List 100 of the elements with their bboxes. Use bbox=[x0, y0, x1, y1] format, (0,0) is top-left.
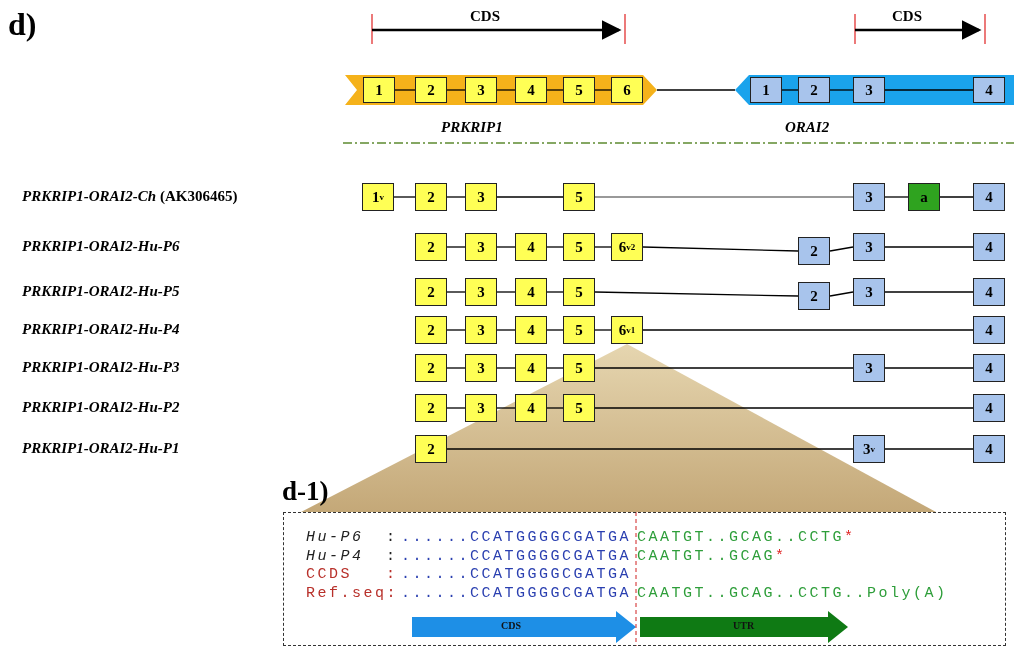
range-label: CDS bbox=[892, 8, 922, 25]
exon-box: 2 bbox=[798, 237, 830, 265]
arrow-label: UTR bbox=[733, 620, 755, 631]
connector-line bbox=[446, 246, 466, 248]
colon: : bbox=[386, 548, 398, 566]
connector-line bbox=[496, 196, 564, 198]
connector-line bbox=[642, 329, 974, 331]
exon-box: a bbox=[908, 183, 940, 211]
exon-box: 4 bbox=[973, 183, 1005, 211]
connector-line bbox=[496, 246, 516, 248]
connector-line bbox=[496, 367, 516, 369]
exon-box: 1 bbox=[750, 77, 782, 103]
colon: : bbox=[386, 566, 398, 584]
exon-box: 4 bbox=[515, 77, 547, 103]
connector-line bbox=[594, 246, 612, 248]
sequence-name: Ref.seq: bbox=[306, 585, 398, 603]
connector-line bbox=[446, 291, 466, 293]
connector-line bbox=[546, 407, 564, 409]
gene-name: ORAI2 bbox=[785, 119, 830, 136]
exon-box: 3 bbox=[465, 278, 497, 306]
exon-box: 1 bbox=[363, 77, 395, 103]
connector-line bbox=[446, 367, 466, 369]
connector-line bbox=[594, 89, 612, 91]
sequence-text: CAATGT..GCAG..CCTG..Poly(A) bbox=[637, 585, 948, 603]
exon-box: 3 bbox=[465, 77, 497, 103]
connector-line bbox=[446, 329, 466, 331]
connector-line bbox=[446, 448, 854, 450]
sequence-text: CAATGT..GCAG..CCTG bbox=[637, 529, 845, 547]
exon-box: 5 bbox=[563, 278, 595, 306]
exon-box: 2 bbox=[415, 394, 447, 422]
connector-line bbox=[446, 89, 466, 91]
exon-box: 2 bbox=[415, 435, 447, 463]
exon-box: 3 bbox=[853, 183, 885, 211]
connector-line bbox=[884, 448, 974, 450]
connector-line bbox=[496, 89, 516, 91]
gene-name: PRKRIP1 bbox=[441, 119, 503, 136]
exon-box: 4 bbox=[515, 394, 547, 422]
connector-line bbox=[394, 89, 416, 91]
exon-box: 2 bbox=[415, 77, 447, 103]
exon-box: 2 bbox=[415, 354, 447, 382]
connector-line bbox=[829, 89, 854, 91]
range-label: CDS bbox=[470, 8, 500, 25]
exon-box: 2 bbox=[415, 233, 447, 261]
exon-box: 5 bbox=[563, 183, 595, 211]
exon-box: 3 bbox=[465, 233, 497, 261]
sequence-name: Hu-P4 bbox=[306, 548, 364, 566]
exon-box: 3 bbox=[465, 316, 497, 344]
exon-box: 3 bbox=[853, 278, 885, 306]
connector-line bbox=[939, 196, 974, 198]
connector-line bbox=[884, 89, 974, 91]
connector-line bbox=[546, 246, 564, 248]
colon: : bbox=[386, 529, 398, 547]
transcript-label: PRKRIP1-ORAI2-Hu-P3 bbox=[22, 359, 180, 376]
exon-box: 2 bbox=[415, 278, 447, 306]
connector-line bbox=[446, 196, 466, 198]
exon-box: 4 bbox=[515, 316, 547, 344]
exon-box: 4 bbox=[515, 354, 547, 382]
exon-box: 3 bbox=[465, 394, 497, 422]
zoom-wedge bbox=[301, 344, 936, 512]
panel-label: d-1) bbox=[282, 476, 329, 507]
connector-line bbox=[594, 329, 612, 331]
arrow-label: CDS bbox=[501, 620, 521, 631]
connector-line bbox=[884, 246, 974, 248]
transcript-label: PRKRIP1-ORAI2-Hu-P1 bbox=[22, 440, 180, 457]
exon-box: 4 bbox=[515, 233, 547, 261]
exon-box: 4 bbox=[973, 77, 1005, 103]
connector-line bbox=[546, 89, 564, 91]
connector-line bbox=[546, 367, 564, 369]
exon-box: 3 bbox=[465, 183, 497, 211]
exon-box: 2 bbox=[415, 183, 447, 211]
connector-line bbox=[393, 196, 416, 198]
exon-box: 4 bbox=[973, 394, 1005, 422]
exon-box: 3 bbox=[465, 354, 497, 382]
connector-line bbox=[446, 407, 466, 409]
connector-line bbox=[884, 367, 974, 369]
connector-line bbox=[496, 291, 516, 293]
exon-box: 3 bbox=[853, 77, 885, 103]
sequence-name: Hu-P6 bbox=[306, 529, 364, 547]
sequence-text: ......CCATGGGGCGATGA bbox=[401, 566, 632, 584]
sequence-panel bbox=[283, 512, 1006, 646]
connector-line bbox=[496, 407, 516, 409]
asterisk: * bbox=[844, 529, 856, 547]
exon-box: 4 bbox=[973, 435, 1005, 463]
connector-line bbox=[829, 246, 854, 252]
exon-box: 4 bbox=[515, 278, 547, 306]
exon-box: 2 bbox=[415, 316, 447, 344]
transcript-label: PRKRIP1-ORAI2-Hu-P2 bbox=[22, 399, 180, 416]
exon-box: 5 bbox=[563, 354, 595, 382]
sequence-text: ......CCATGGGGCGATGA bbox=[401, 585, 632, 603]
connector-line bbox=[594, 291, 799, 297]
connector-line bbox=[594, 367, 854, 369]
connector-line bbox=[546, 329, 564, 331]
sequence-text: CAATGT..GCAG bbox=[637, 548, 776, 566]
exon-box: 4 bbox=[973, 354, 1005, 382]
exon-box: 4 bbox=[973, 316, 1005, 344]
sequence-text: ......CCATGGGGCGATGA bbox=[401, 548, 632, 566]
exon-box: 5 bbox=[563, 77, 595, 103]
exon-box: 5 bbox=[563, 394, 595, 422]
transcript-label: PRKRIP1-ORAI2-Ch (AK306465) bbox=[22, 188, 238, 205]
transcript-label: PRKRIP1-ORAI2-Hu-P5 bbox=[22, 283, 180, 300]
